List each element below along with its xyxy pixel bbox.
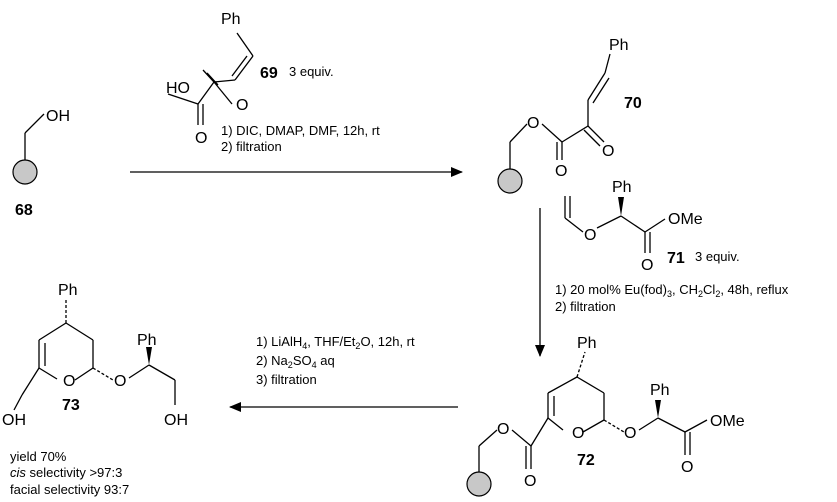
step3-line2: 2) Na2SO4 aq (256, 353, 335, 370)
compound-73: OH Ph O O Ph OH 73 (2, 282, 188, 429)
resin-bead-68 (12, 159, 38, 185)
resin-bead-72 (466, 471, 492, 497)
wedge-bond-73 (146, 347, 152, 365)
carbonyl-oxygen-72: O (524, 473, 536, 490)
ether-oxygen-71: O (584, 227, 596, 244)
ketone-oxygen-69: O (236, 97, 248, 114)
wedge-bond-71 (618, 197, 624, 216)
facial-selectivity-text: facial selectivity 93:7 (10, 482, 129, 497)
equiv-71: 3 equiv. (695, 249, 740, 264)
step3-conditions: 1) LiAlH4, THF/Et2O, 12h, rt 2) Na2SO4 a… (256, 334, 415, 387)
wedge-bond-72 (655, 400, 661, 418)
compound-69: Ph O HO O 69 3 equiv. (166, 11, 334, 147)
step2-line2: 2) filtration (555, 299, 616, 314)
acid-hydroxyl-69: HO (166, 80, 190, 97)
compound-label-68: 68 (15, 202, 33, 219)
compound-label-70: 70 (624, 95, 642, 112)
phenyl-71: Ph (612, 179, 632, 196)
methoxy-71: OMe (668, 211, 703, 228)
ring-oxygen-72: O (572, 425, 584, 442)
compound-label-69: 69 (260, 65, 278, 82)
step3-line3: 3) filtration (256, 372, 317, 387)
ring-oxygen-73: O (63, 373, 75, 390)
compound-70: O O O Ph 70 (497, 37, 642, 194)
results: yield 70% cis selectivity >97:3 facial s… (10, 449, 129, 497)
compound-68: OH 68 (12, 108, 70, 219)
compound-72: O O Ph O O Ph O OMe 72 (466, 335, 745, 497)
ester-oxygen-72: O (497, 421, 509, 438)
compound-label-71: 71 (667, 250, 685, 267)
compound-label-73: 73 (62, 397, 80, 414)
step2-line1: 1) 20 mol% Eu(fod)3, CH2Cl2, 48h, reflux (555, 282, 789, 299)
yield-text: yield 70% (10, 449, 67, 464)
step1-line1: 1) DIC, DMAP, DMF, 12h, rt (221, 123, 380, 138)
ester-oxygen-70: O (527, 115, 539, 132)
step2-conditions: 1) 20 mol% Eu(fod)3, CH2Cl2, 48h, reflux… (555, 282, 789, 314)
equiv-69: 3 equiv. (289, 64, 334, 79)
glycosidic-oxygen-72: O (624, 425, 636, 442)
methoxy-72: OMe (710, 413, 745, 430)
ketone-oxygen-70: O (602, 143, 614, 160)
step1-conditions: 1) DIC, DMAP, DMF, 12h, rt 2) filtration (221, 123, 380, 154)
phenyl-ring-72: Ph (577, 335, 597, 352)
phenyl-side-72: Ph (650, 382, 670, 399)
cis-selectivity-text: cis selectivity >97:3 (10, 465, 122, 480)
carbonyl-oxygen-71: O (641, 257, 653, 274)
resin-bead-70 (497, 168, 523, 194)
hydroxyl-right-73: OH (164, 412, 188, 429)
glycosidic-oxygen-73: O (114, 373, 126, 390)
hydroxyl-left-73: OH (2, 412, 26, 429)
phenyl-ring-73: Ph (58, 282, 78, 299)
compound-label-72: 72 (577, 452, 595, 469)
phenyl-70: Ph (609, 37, 629, 54)
carbonyl-oxygen-70: O (555, 163, 567, 180)
acid-oxygen-69: O (195, 130, 207, 147)
step1-line2: 2) filtration (221, 139, 282, 154)
compound-71: O Ph O OMe 71 3 equiv. (564, 179, 740, 274)
ester-carbonyl-oxygen-72: O (681, 459, 693, 476)
step3-line1: 1) LiAlH4, THF/Et2O, 12h, rt (256, 334, 415, 351)
phenyl-69: Ph (221, 11, 241, 28)
phenyl-side-73: Ph (137, 332, 157, 349)
hydroxyl-68: OH (46, 108, 70, 125)
